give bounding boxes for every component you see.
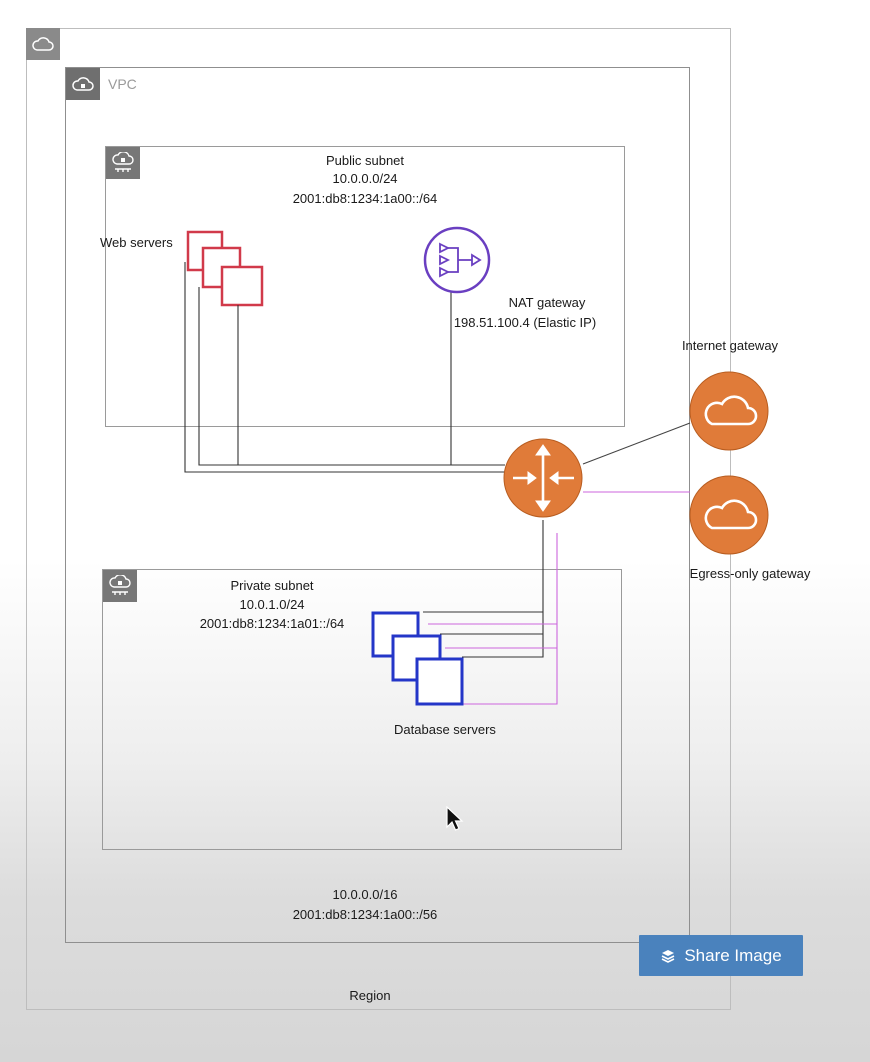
- egress-only-gateway-label: Egress-only gateway: [689, 566, 811, 581]
- public-subnet-cidr-v4: 10.0.0.0/24: [332, 171, 398, 186]
- web-servers-label: Web servers: [100, 235, 173, 250]
- mouse-cursor-icon: [446, 806, 464, 831]
- nat-gateway-label: NAT gateway: [508, 295, 586, 310]
- private-subnet-title: Private subnet: [230, 578, 314, 593]
- share-image-button[interactable]: Share Image: [639, 935, 803, 976]
- router-db-ipv6-links: [428, 533, 558, 705]
- vpc-cidr-v4: 10.0.0.0/16: [332, 887, 398, 902]
- vpc-cloud-icon: [66, 68, 100, 100]
- database-servers-label: Database servers: [394, 722, 496, 737]
- public-subnet-icon: [106, 147, 140, 179]
- database-servers-icon: [371, 611, 464, 706]
- private-subnet-cidr-v4: 10.0.1.0/24: [239, 597, 305, 612]
- web-servers-icon: [186, 230, 264, 307]
- internet-gateway-icon[interactable]: [689, 371, 769, 451]
- internet-gateway-label: Internet gateway: [681, 338, 779, 353]
- web-server-links: [184, 262, 505, 473]
- egress-only-gateway-icon[interactable]: [689, 475, 769, 555]
- public-subnet-cidr-v6: 2001:db8:1234:1a00::/64: [292, 191, 438, 206]
- router-db-links: [423, 520, 544, 658]
- share-image-label: Share Image: [684, 945, 782, 965]
- vpc-cidr-v6: 2001:db8:1234:1a00::/56: [292, 907, 438, 922]
- vpc-container: [65, 67, 690, 943]
- layers-icon: [661, 949, 675, 963]
- private-subnet-icon: [103, 570, 137, 602]
- router-icon[interactable]: [503, 438, 583, 518]
- private-subnet-cidr-v6: 2001:db8:1234:1a01::/64: [199, 616, 345, 631]
- vpc-label: VPC: [108, 76, 137, 92]
- private-subnet-container: [102, 569, 622, 850]
- router-igw-link: [582, 422, 691, 465]
- region-cloud-icon: [26, 28, 60, 60]
- public-subnet-container: [105, 146, 625, 427]
- nat-gateway-ip: 198.51.100.4 (Elastic IP): [453, 315, 597, 330]
- nat-gateway-icon: [423, 226, 491, 294]
- public-subnet-title: Public subnet: [325, 153, 405, 168]
- region-label: Region: [349, 988, 391, 1003]
